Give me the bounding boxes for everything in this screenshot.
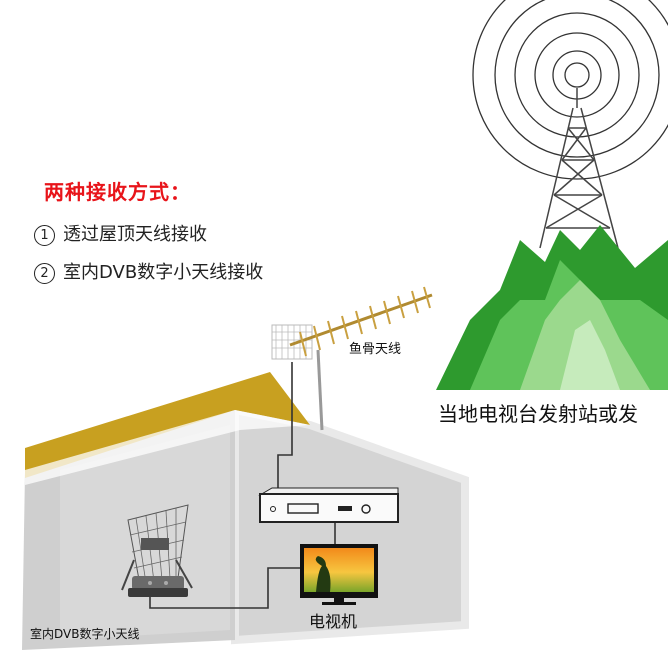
- broadcast-tower-icon: [539, 88, 619, 249]
- indoor-antenna-icon: [121, 504, 193, 597]
- indoor-antenna-label: 室内DVB数字小天线: [30, 627, 140, 641]
- set-top-box-icon: [258, 487, 399, 523]
- yagi-antenna-label: 鱼骨天线: [349, 342, 402, 357]
- yagi-antenna-icon: [271, 286, 433, 431]
- number-marker: 2: [34, 263, 55, 284]
- tv-label: 电视机: [309, 612, 358, 631]
- number-marker: 1: [34, 225, 55, 246]
- reception-methods-title: 两种接收方式：: [44, 180, 191, 204]
- mountain-icon: [436, 225, 668, 390]
- method-text: 透过屋顶天线接收: [63, 224, 207, 245]
- signal-waves-icon: [472, 0, 668, 180]
- method-item-indoor: 2 室内DVB数字小天线接收: [34, 258, 263, 284]
- station-label: 当地电视台发射站或发: [438, 402, 638, 426]
- method-text: 室内DVB数字小天线接收: [63, 262, 264, 283]
- method-item-rooftop: 1 透过屋顶天线接收: [34, 220, 207, 246]
- television-icon: [300, 544, 378, 605]
